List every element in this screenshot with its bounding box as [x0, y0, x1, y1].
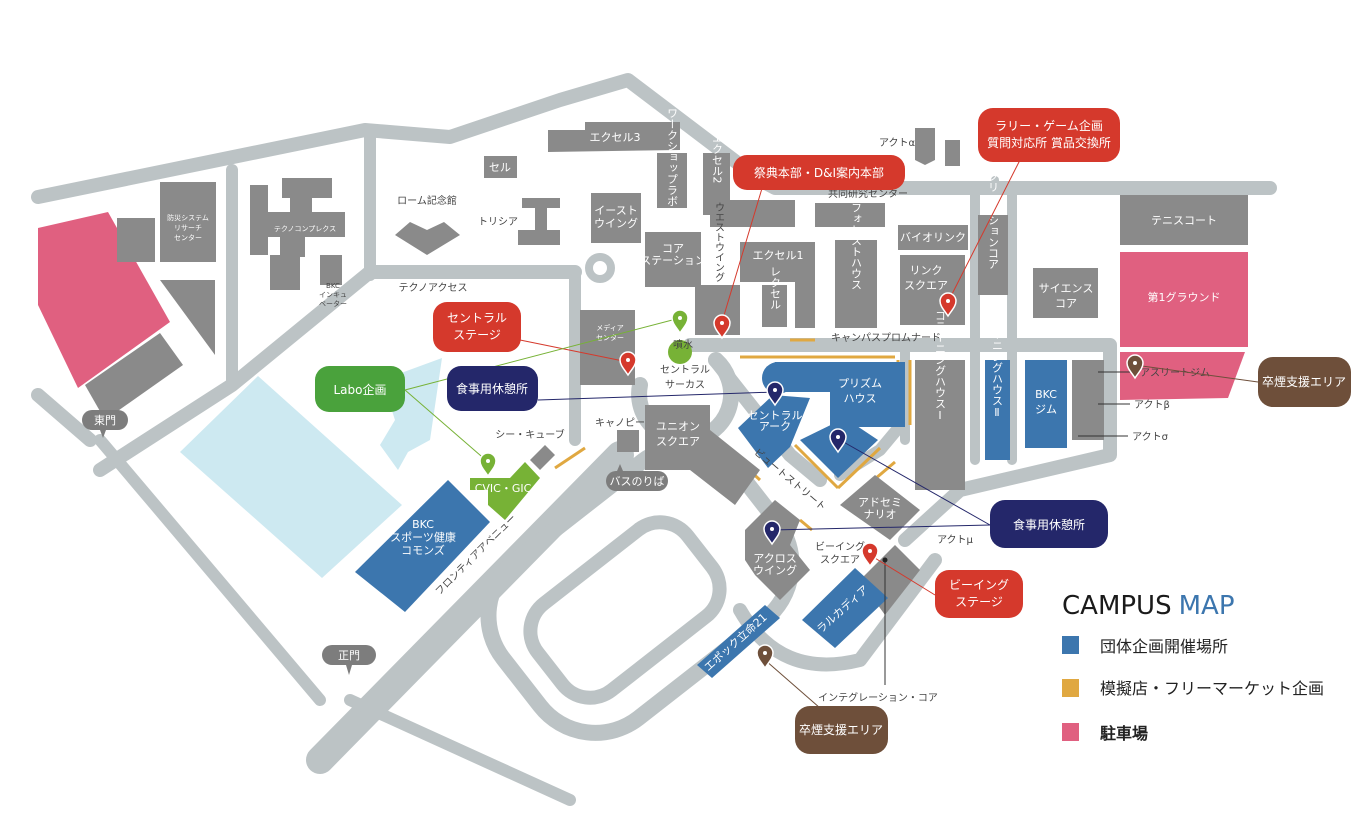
label-creation-core: クリエーションコア [987, 170, 1000, 269]
callout-being-stage[interactable]: ビーイングステージ [935, 570, 1023, 618]
pin-labo-cvic[interactable] [479, 452, 497, 477]
callout-rest-2[interactable]: 食事用休憩所 [990, 500, 1108, 548]
svg-text:卒煙支援エリア: 卒煙支援エリア [799, 723, 883, 737]
label-c-cube: シー・キューブ [495, 428, 564, 441]
main-gate: 正門 [322, 645, 376, 675]
event-buildings [355, 340, 1067, 678]
label-excel1: エクセル1 [753, 249, 804, 262]
svg-text:セントラルステージ: セントラルステージ [447, 311, 507, 342]
label-excel2: エクセル2 [711, 133, 724, 184]
svg-text:卒煙支援エリア: 卒煙支援エリア [1262, 375, 1346, 389]
label-ad-seminario: アドセミナリオ [858, 496, 902, 521]
pin-being-stage[interactable] [861, 542, 879, 567]
parking-areas [38, 212, 1248, 400]
label-media-center: メディアセンター [596, 323, 624, 342]
label-promenade: キャンパスプロムナード [831, 332, 941, 344]
legend-event: 団体企画開催場所 [1100, 637, 1228, 656]
label-athlete-gym: アスリートジム [1140, 367, 1210, 379]
pin-labo-fountain[interactable] [671, 309, 689, 334]
label-techno-complex: テクノコンプレクス [274, 225, 336, 233]
legend-swatch-event [1062, 636, 1079, 654]
label-central-arc: セントラルアーク [748, 409, 803, 433]
label-rohm: ローム記念館 [397, 194, 457, 207]
label-act-sigma: アクトσ [1132, 431, 1169, 443]
label-forest-house: フォレストハウス [850, 202, 863, 290]
label-union-square: ユニオンスクエア [656, 420, 700, 448]
label-east-wing: イーストウイング [594, 204, 638, 230]
label-act-beta: アクトβ [1134, 399, 1170, 411]
label-prism-house: プリズムハウス [838, 376, 882, 405]
label-link-square: リンクスクエア [904, 264, 948, 292]
bus-stop: バスのりば [606, 464, 668, 491]
callout-labo[interactable]: Labo企画 [315, 366, 405, 412]
label-act-mu: アクトμ [937, 534, 973, 546]
svg-text:食事用休憩所: 食事用休憩所 [1013, 517, 1085, 532]
callout-hq[interactable]: 祭典本部・D&I案内本部 [733, 155, 905, 190]
east-gate: 東門 [82, 410, 128, 438]
label-integration-core: インテグレーション・コア [818, 691, 938, 704]
label-core-station: コアステーション [640, 242, 706, 267]
label-ground1: 第1グラウンド [1148, 290, 1221, 304]
svg-text:ビーイングステージ: ビーイングステージ [949, 578, 1009, 609]
pin-dots [486, 299, 1137, 655]
svg-text:正門: 正門 [338, 649, 360, 662]
label-biolink: バイオリンク [900, 231, 966, 244]
label-cvic-gic: CVIC・GIC [475, 482, 532, 495]
label-colearning2: コラーニングハウスⅡ [991, 307, 1004, 419]
label-cell: セル [489, 161, 511, 174]
label-science-core: サイエンスコア [1039, 282, 1094, 310]
legend-swatch-parking [1062, 723, 1079, 741]
label-fountain: 噴水 [673, 339, 693, 351]
legend-swatch-market [1062, 679, 1079, 697]
label-colearning1: コラーニングハウスⅠ [934, 310, 947, 422]
label-lexel: レクセル [769, 266, 782, 310]
svg-text:Labo企画: Labo企画 [334, 382, 387, 397]
label-being-square: ビーイングスクエア [815, 540, 865, 566]
parking-east [1120, 352, 1245, 400]
label-across-wing: アクロスウイング [753, 552, 797, 577]
label-workshop-lab: ワークショップラボ [666, 108, 679, 207]
legend-parking: 駐車場 [1100, 724, 1148, 743]
parking-west [38, 212, 170, 388]
callout-smoke-1[interactable]: 卒煙支援エリア [1258, 357, 1351, 407]
svg-text:ラリー・ゲーム企画質問対応所 賞品交換所: ラリー・ゲーム企画質問対応所 賞品交換所 [987, 118, 1111, 150]
callout-smoke-2[interactable]: 卒煙支援エリア [795, 706, 888, 754]
label-excel3: エクセル3 [590, 131, 641, 144]
callout-rest-1[interactable]: 食事用休憩所 [447, 366, 538, 411]
label-act-alpha: アクトα [879, 137, 915, 149]
label-joint-research: 共同研究センター [828, 187, 908, 200]
svg-text:食事用休憩所: 食事用休憩所 [456, 381, 528, 396]
callout-central-stage[interactable]: セントラルステージ [433, 302, 521, 352]
act-leaders [1078, 371, 1130, 437]
label-west-wing: ウエストウイング [713, 202, 725, 282]
legend-market: 模擬店・フリーマーケット企画 [1100, 679, 1324, 698]
svg-text:バスのりば: バスのりば [610, 475, 665, 488]
callout-rally[interactable]: ラリー・ゲーム企画質問対応所 賞品交換所 [978, 108, 1120, 162]
label-canopy: キャノピー [595, 417, 645, 429]
label-trisia: トリシア [478, 217, 518, 228]
ground-1 [1120, 252, 1248, 347]
label-tennis-court: テニスコート [1151, 214, 1217, 227]
label-disaster-center: 防災システムリサーチセンター [167, 213, 209, 242]
buildings [85, 122, 1248, 615]
svg-text:東門: 東門 [94, 414, 116, 427]
label-central-circus: セントラルサーカス [660, 364, 710, 391]
label-techno-access: テクノアクセス [399, 282, 468, 294]
svg-text:祭典本部・D&I案内本部: 祭典本部・D&I案内本部 [754, 165, 884, 180]
